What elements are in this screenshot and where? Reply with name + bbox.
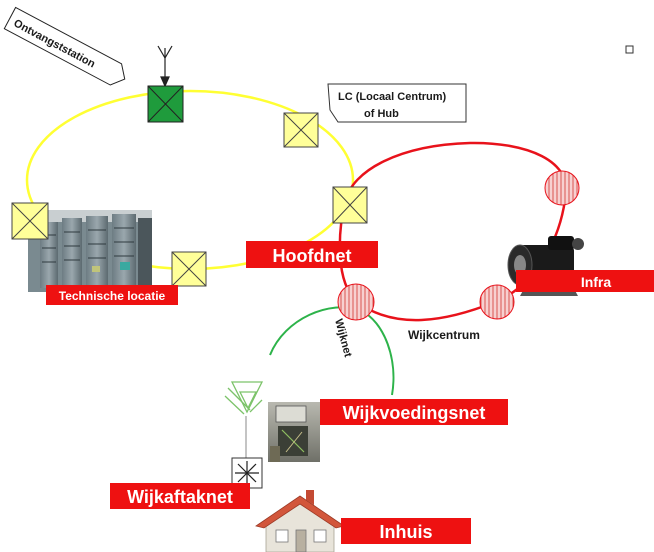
receiving-node	[147, 85, 184, 123]
infra-label: Infra	[581, 274, 612, 290]
inhuis-label-box: Inhuis	[341, 518, 471, 544]
inhuis-label: Inhuis	[380, 522, 433, 542]
technische-locatie-label-box: Technische locatie	[46, 285, 178, 305]
wijkvoedingsnet-label: Wijkvoedingsnet	[343, 403, 486, 423]
wijknet-line	[269, 306, 395, 396]
technische-locatie-label: Technische locatie	[59, 289, 166, 303]
ontvangststation-tag: Ontvangststation	[3, 6, 126, 86]
yellow-node-lc	[283, 112, 319, 148]
technical-location-photo	[28, 210, 152, 292]
yellow-node-right	[332, 186, 368, 224]
lc-callout: LC (Locaal Centrum) of Hub	[327, 83, 467, 123]
wijkvoedingsnet-photo	[268, 402, 320, 462]
red-node-top	[544, 170, 580, 206]
wireless-antenna-icon	[224, 381, 264, 415]
antenna-icon	[157, 45, 173, 88]
lc-label-line2: of Hub	[364, 108, 399, 120]
wijkaftaknet-label-box: Wijkaftaknet	[110, 483, 250, 509]
wijknet-label: Wijknet	[332, 318, 354, 359]
red-node-bottom	[479, 284, 515, 320]
yellow-node-bottom	[171, 251, 207, 287]
wijkaftaknet-label: Wijkaftaknet	[127, 487, 233, 507]
wijkvoedingsnet-label-box: Wijkvoedingsnet	[320, 399, 508, 425]
hoofdnet-label-box: Hoofdnet	[246, 241, 378, 268]
lc-label-line1: LC (Locaal Centrum)	[338, 91, 447, 103]
infra-label-box: Infra	[516, 270, 654, 292]
wijkcentrum-label: Wijkcentrum	[408, 328, 480, 342]
yellow-node-left	[11, 202, 49, 240]
hoofdnet-label: Hoofdnet	[273, 246, 352, 266]
house-icon	[255, 490, 345, 552]
corner-square	[625, 45, 634, 54]
red-node-wijkcentrum	[337, 283, 375, 321]
